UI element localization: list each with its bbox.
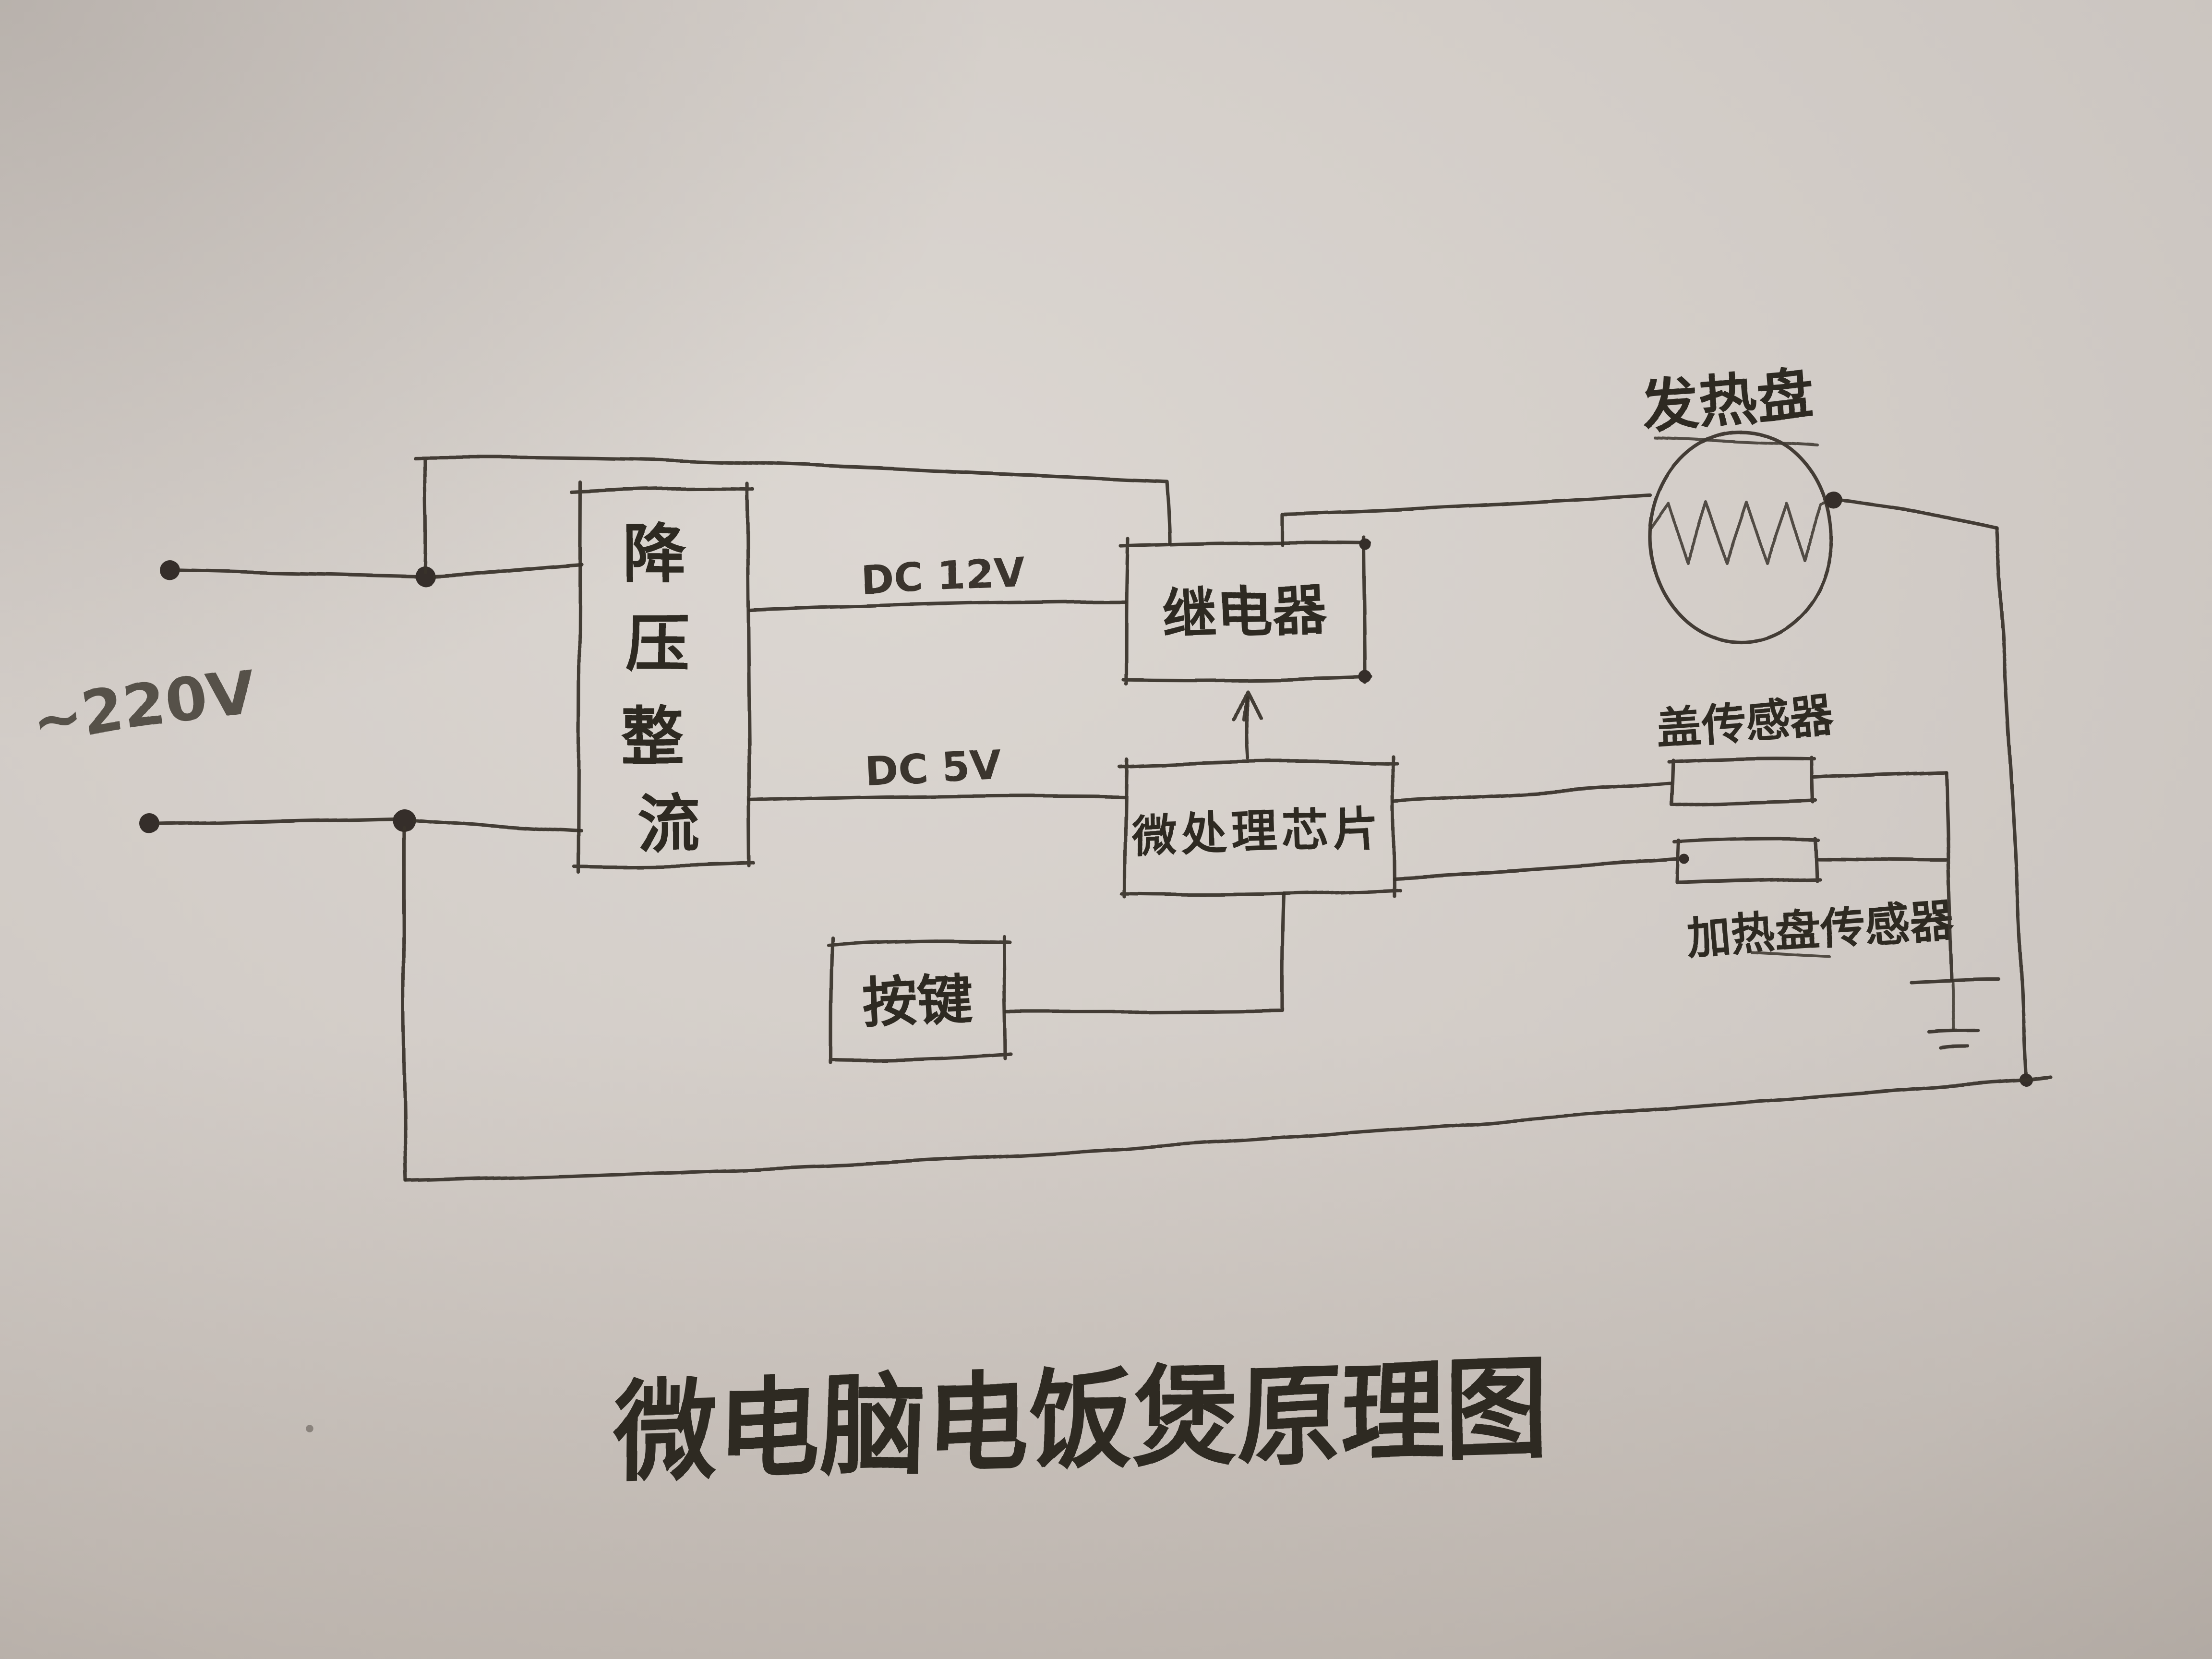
heater-label-underline bbox=[1653, 436, 1820, 448]
ground-bar-3 bbox=[1939, 1045, 1971, 1050]
wire-mcu-to-plate-sensor bbox=[1392, 858, 1678, 880]
dc5v-label: DC 5V bbox=[864, 741, 1002, 795]
heater-label: 发热盘 bbox=[1639, 361, 1817, 442]
wire-mains-upper bbox=[178, 568, 420, 578]
heater-wire-blob bbox=[1826, 493, 1843, 510]
mcu-to-relay-arrow bbox=[1232, 689, 1263, 761]
relay-box bbox=[1118, 535, 1373, 686]
rectifier-box bbox=[570, 481, 757, 875]
wire-plate-sensor-right bbox=[1815, 856, 1948, 862]
heater-block: 发热盘 bbox=[1639, 361, 1843, 644]
rectifier-char-1: 降 bbox=[623, 517, 686, 591]
wire-dc12v bbox=[748, 600, 1127, 613]
paper-speck bbox=[306, 1425, 313, 1432]
ground-icon bbox=[1909, 977, 2001, 1050]
lid-sensor-label: 盖传感器 bbox=[1654, 690, 1837, 754]
wire-relay-to-heater bbox=[1280, 493, 1652, 546]
heating-element-zigzag-icon bbox=[1650, 500, 1833, 565]
terminal-lower bbox=[140, 814, 160, 834]
wire-heater-to-right bbox=[1840, 499, 1998, 529]
wire-mcu-to-lid-sensor bbox=[1392, 781, 1672, 804]
ground-bar-2 bbox=[1928, 1029, 1981, 1034]
wire-dc5v bbox=[748, 794, 1125, 803]
wire-lid-sensor-right bbox=[1813, 770, 1948, 780]
relay-corner-dot-top bbox=[1359, 539, 1371, 550]
mcu-label: 微处理芯片 bbox=[1130, 801, 1384, 864]
arrow-head-icon bbox=[1232, 689, 1263, 722]
mcu-box bbox=[1117, 754, 1402, 899]
terminal-upper bbox=[160, 560, 180, 580]
ground-stem bbox=[1951, 981, 1956, 1031]
mcu-block: 微处理芯片 bbox=[1117, 754, 1402, 899]
wire-bottom-return bbox=[404, 1075, 2053, 1183]
plate-sensor-label-underline bbox=[1751, 952, 1832, 959]
rectifier-char-4: 流 bbox=[638, 788, 701, 862]
wire-mains-lower bbox=[158, 816, 397, 826]
rectifier-label: 降 压 整 流 bbox=[621, 517, 711, 862]
rectifier-char-3: 整 bbox=[621, 700, 685, 774]
ground-bar-1 bbox=[1909, 977, 2001, 984]
heater-circle bbox=[1648, 430, 1834, 644]
keys-block: 按键 bbox=[826, 934, 1013, 1065]
relay-corner-dot-bottom bbox=[1358, 670, 1372, 684]
wire-left-riser bbox=[401, 825, 408, 1183]
rectifier-block: 降 压 整 流 bbox=[570, 481, 757, 875]
junction-dot-upper bbox=[415, 566, 435, 586]
dc12v-label: DC 12V bbox=[860, 549, 1026, 604]
keys-box bbox=[826, 934, 1013, 1065]
plate-sensor-rect bbox=[1673, 836, 1821, 885]
wire-top-loop bbox=[413, 456, 1171, 574]
lid-sensor-rect bbox=[1667, 756, 1818, 807]
wire-sensor-drop bbox=[1944, 770, 1953, 981]
keys-label: 按键 bbox=[861, 966, 974, 1035]
lid-sensor-block: 盖传感器 bbox=[1654, 690, 1837, 807]
plate-sensor-left-dot bbox=[1680, 854, 1690, 865]
wire-mcu-to-keys bbox=[1005, 892, 1286, 1014]
wire-right-drop bbox=[1994, 525, 2028, 1082]
mains-input: ~220V bbox=[27, 560, 584, 834]
wire-upper-to-rectifier bbox=[432, 563, 584, 578]
wire-lower-to-rectifier bbox=[411, 817, 584, 833]
relay-label: 继电器 bbox=[1161, 577, 1327, 647]
relay-block: 继电器 bbox=[1118, 535, 1373, 686]
diagram-title: 微电脑电饭煲原理图 bbox=[612, 1345, 1550, 1497]
rectifier-char-2: 压 bbox=[625, 607, 689, 681]
junction-dot-lower bbox=[392, 808, 415, 831]
